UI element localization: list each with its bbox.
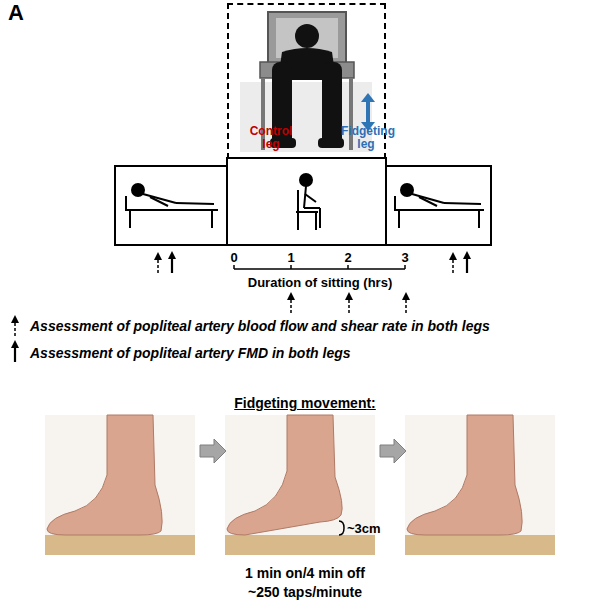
protocol-note: 1 min on/4 min off <box>245 565 365 581</box>
section-heading: Fidgeting movement: <box>234 395 376 411</box>
axis-tick: 1 <box>287 250 294 265</box>
legend-text: Assessment of popliteal artery blood flo… <box>30 318 490 334</box>
sitting-figure <box>296 174 320 230</box>
assessment-arrows <box>158 255 467 313</box>
panel-letter: A <box>8 0 24 26</box>
leg-label: Fidgeting leg <box>341 125 391 151</box>
legend-text: Assessment of popliteal artery FMD in bo… <box>30 345 351 361</box>
sequence-arrows <box>200 439 406 463</box>
protocol-note: ~250 taps/minute <box>248 584 362 600</box>
axis-tick: 2 <box>344 250 351 265</box>
foot-photo <box>405 415 555 555</box>
dashed-box: Control legFidgeting leg <box>227 3 386 159</box>
time-axis <box>234 265 405 269</box>
dimension: ~3cm <box>347 521 381 536</box>
axis-title: Duration of sitting (hrs) <box>248 275 392 290</box>
supine-box <box>115 166 227 245</box>
leg-label: Control leg <box>247 125 295 151</box>
sitting-box <box>227 158 386 245</box>
lying-figure <box>394 184 484 228</box>
axis-tick: 0 <box>230 250 237 265</box>
foot-photo <box>45 415 195 555</box>
axis-tick: 3 <box>401 250 408 265</box>
supine-box <box>386 166 491 245</box>
legend-samples <box>14 319 16 362</box>
lying-figure <box>125 184 218 228</box>
